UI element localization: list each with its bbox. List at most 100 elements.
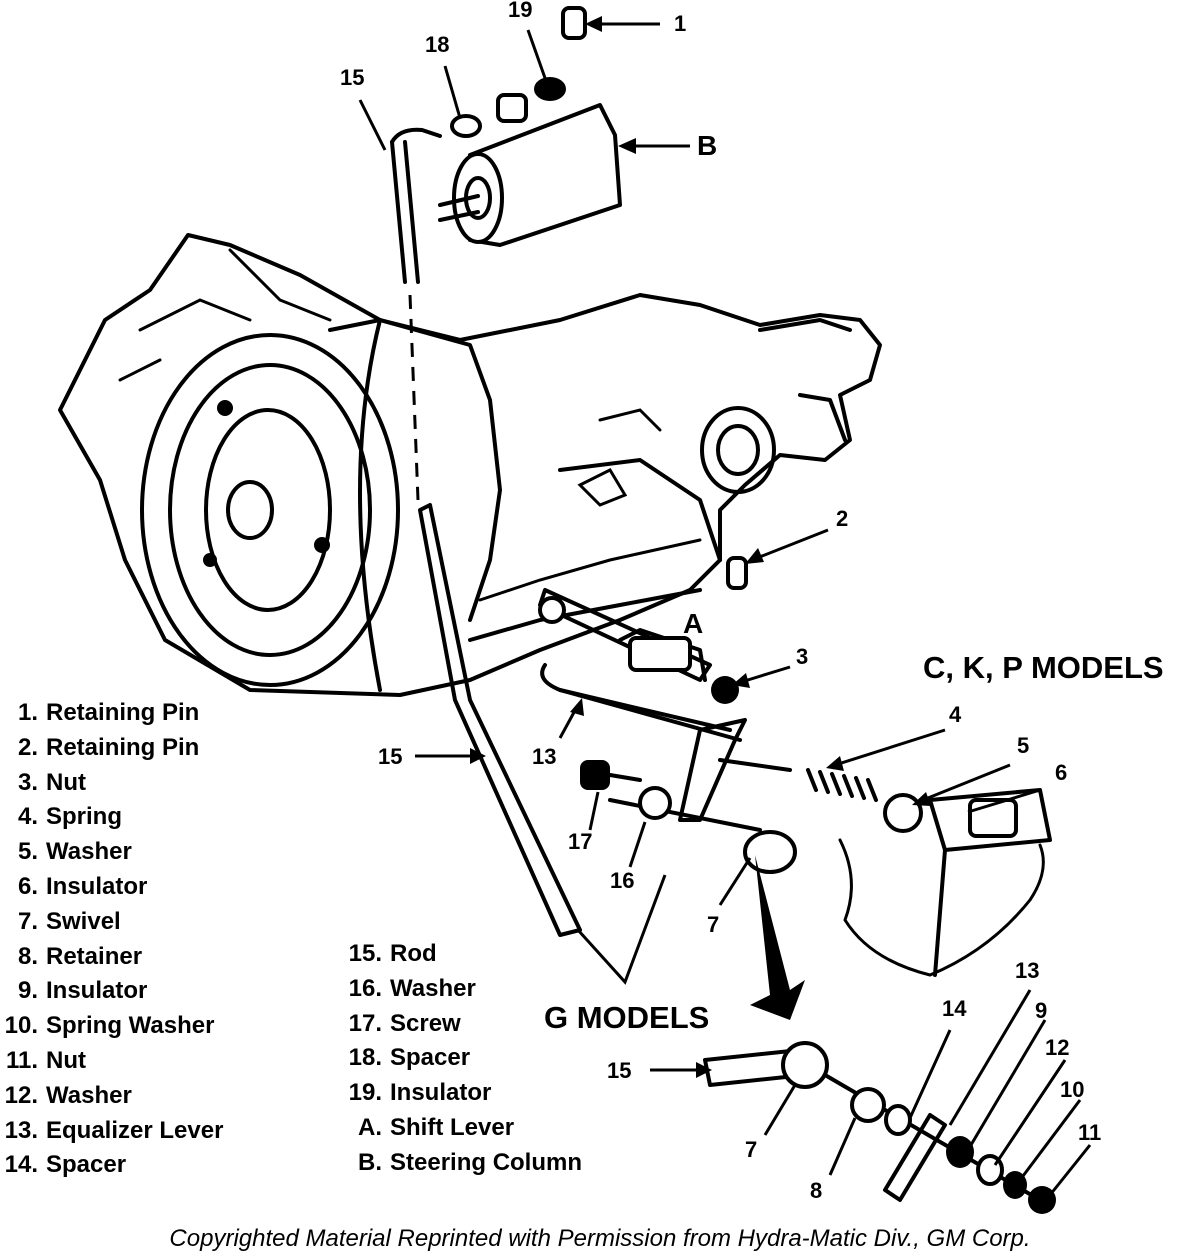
retaining-pin-1 [561, 6, 587, 40]
legend-item: 3. Nut [0, 766, 223, 801]
legend-item-number: 8. [17, 942, 38, 970]
legend-item-label: Insulator [46, 977, 148, 1005]
shift-lever-a [538, 588, 712, 682]
legend-item: 5.Washer [0, 835, 223, 870]
callout-16: 16 [610, 868, 634, 893]
legend-item-label: Retainer [46, 942, 143, 970]
callout-5: 5 [1017, 733, 1029, 758]
legend-item-label: Equalizer Lever [46, 1116, 224, 1144]
legend-item-label: Screw [390, 1009, 461, 1037]
callout-3: 3 [796, 644, 808, 669]
callout-4: 4 [949, 702, 962, 727]
legend-item-label: Spring [46, 803, 122, 831]
legend-item: 12. Washer [0, 1079, 223, 1114]
legend-item-label: Nut [46, 768, 86, 796]
legend-item-label: Swivel [46, 907, 121, 935]
callout-13-lower: 13 [1015, 958, 1039, 983]
g-models-heading: G MODELS [544, 1000, 709, 1035]
legend-item-number: 16. [348, 974, 382, 1002]
legend-item-label: Retaining Pin [46, 733, 200, 761]
legend-item: 2. Retaining Pin [0, 731, 223, 766]
equalizer-lever-13 [540, 663, 747, 822]
legend-item-number: B. [358, 1148, 382, 1176]
legend-item-number: 1. [17, 699, 38, 726]
nut-3 [711, 676, 739, 704]
washer-16 [638, 786, 672, 820]
legend-item-number: 6. [17, 872, 38, 900]
legend-item: 13. Equalizer Lever [0, 1114, 224, 1149]
legend-item-label: Spacer [390, 1044, 471, 1072]
callout-12: 12 [1045, 1035, 1069, 1060]
callout-1: 1 [674, 11, 686, 36]
legend-item-number: 13. [4, 1116, 38, 1144]
legend-item-number: 7. [17, 907, 38, 935]
legend-item: 15. Rod [330, 937, 582, 972]
legend-item: 16.Washer [330, 972, 582, 1007]
legend-item-number: A. [358, 1113, 382, 1141]
callout-9: 9 [1035, 998, 1047, 1023]
legend-item-number: 5. [17, 838, 38, 866]
legend-item: 7. Swivel [0, 905, 223, 940]
legend-item-number: 10. [4, 1012, 38, 1040]
legend-item-label: Steering Column [390, 1148, 583, 1176]
legend-item-number: 12. [4, 1081, 38, 1109]
legend-item-number: 2. [17, 733, 38, 761]
legend-item: 11.Nut [0, 1044, 223, 1079]
screw-17 [580, 760, 642, 790]
insulator-6-bracket [838, 788, 1052, 977]
legend-item-label: Spring Washer [46, 1012, 215, 1040]
legend-item: 6. Insulator [0, 870, 223, 905]
steering-column [438, 93, 622, 247]
legend-item-label: Retaining Pin [46, 699, 200, 726]
legend-item-number: 18. [348, 1044, 382, 1072]
callout-11: 11 [1078, 1120, 1101, 1145]
legend-item-label: Insulator [46, 872, 148, 900]
legend-item-number: 4. [17, 803, 38, 831]
copyright-notice: Copyrighted Material Reprinted with Perm… [169, 1225, 1031, 1252]
parts-legend-left: 1. Retaining Pin 2. Retaining Pin 3. Nut 4. Spr… [0, 696, 224, 1183]
callout-8: 8 [810, 1178, 822, 1203]
callout-19: 19 [508, 0, 532, 22]
legend-item-number: 14. [4, 1151, 38, 1179]
spring-4 [806, 768, 878, 802]
legend-item: 14. Spacer [0, 1148, 223, 1183]
leader-arrows [358, 16, 1092, 1196]
callout-a: A [683, 608, 703, 639]
legend-item: 10. Spring Washer [0, 1009, 223, 1044]
upper-shift-rod [390, 127, 442, 501]
legend-item-number: 11. [5, 1046, 38, 1074]
legend-item-label: Insulator [390, 1079, 492, 1107]
legend-item-label: Spacer [46, 1151, 127, 1179]
retaining-pin-2 [726, 556, 748, 590]
callout-b: B [697, 130, 717, 161]
callout-15-top: 15 [340, 65, 364, 90]
washer-5 [883, 793, 923, 833]
legend-item: A. Shift Lever [330, 1111, 582, 1146]
legend-item: 17.Screw [330, 1007, 582, 1042]
spacer-18 [450, 114, 482, 138]
legend-item: B. Steering Column [330, 1146, 582, 1181]
g-models-inset [703, 855, 1056, 1214]
legend-item-number: 3. [17, 768, 38, 796]
legend-item-number: 15. [348, 940, 382, 967]
legend-item-number: 19. [348, 1079, 382, 1107]
ckp-models-heading: C, K, P MODELS [923, 650, 1164, 685]
legend-item: 8. Retainer [0, 940, 223, 975]
lower-shift-rod [418, 503, 582, 937]
callout-7-lower: 7 [745, 1137, 757, 1162]
legend-item-label: Washer [46, 1081, 132, 1109]
legend-item: 18. Spacer [330, 1041, 582, 1076]
callout-15-mid: 15 [378, 744, 402, 769]
legend-item-label: Shift Lever [390, 1113, 515, 1141]
callout-6: 6 [1055, 760, 1067, 785]
legend-item-label: Rod [390, 940, 437, 967]
transmission-assembly [58, 233, 882, 697]
legend-item: 19. Insulator [330, 1076, 582, 1111]
legend-item: 4. Spring [0, 800, 223, 835]
legend-item: 9.Insulator [0, 974, 223, 1009]
callout-14: 14 [942, 996, 967, 1021]
swivel-rod [608, 758, 797, 874]
callout-18: 18 [425, 32, 449, 57]
